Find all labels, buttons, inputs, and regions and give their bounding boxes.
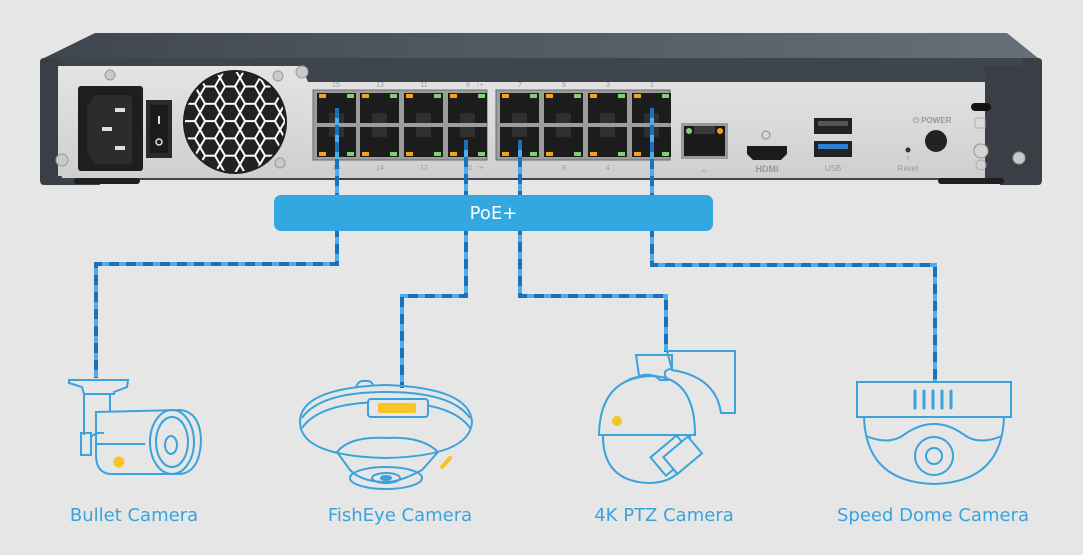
- poe-port-block: [312, 89, 671, 161]
- poe-plus-bus: PoE+: [274, 195, 713, 231]
- led-orange: [546, 152, 553, 156]
- power-inlet-icon: [78, 86, 143, 171]
- led-green: [390, 94, 397, 98]
- fisheye-camera-icon: [298, 379, 474, 490]
- led-orange: [450, 94, 457, 98]
- power-label: ⏻ POWER: [913, 116, 952, 125]
- led-green: [434, 152, 441, 156]
- led-green: [662, 152, 669, 156]
- led-orange: [502, 152, 509, 156]
- rj45-port[interactable]: [588, 127, 627, 157]
- device-top-cover: [44, 33, 1038, 58]
- led-green: [662, 94, 669, 98]
- port-number-label: 5: [562, 82, 566, 89]
- hdmi-port[interactable]: HDMI: [747, 130, 787, 174]
- led-orange: [319, 152, 326, 156]
- rj45-port[interactable]: [544, 127, 583, 157]
- led-orange: [546, 94, 553, 98]
- port-number-label: 9: [466, 82, 470, 89]
- port-number-label: ↑+: [476, 165, 484, 172]
- port-number-label: 6: [562, 165, 566, 172]
- port-number-label: 14: [376, 165, 384, 172]
- led-green: [618, 94, 625, 98]
- led-orange: [362, 94, 369, 98]
- camera-label-ptz: 4K PTZ Camera: [594, 505, 734, 526]
- svg-text:⊥: ⊥: [701, 165, 708, 174]
- port-number-label: 7: [518, 82, 522, 89]
- reset-label: Reset: [898, 164, 920, 173]
- port-number-label: 11: [420, 82, 427, 89]
- led-green: [390, 152, 397, 156]
- port-number-label: 3: [606, 82, 610, 89]
- port-number-label: ↑+: [476, 82, 484, 89]
- led-green: [478, 94, 485, 98]
- port-number-label: 10: [464, 165, 472, 172]
- rj45-port[interactable]: [448, 93, 487, 123]
- reset-button[interactable]: Reset: [898, 147, 920, 174]
- bullet-camera-icon: [68, 379, 203, 475]
- port-number-label: 15: [332, 82, 340, 89]
- rj45-port[interactable]: [544, 93, 583, 123]
- port-number-label: 1: [650, 82, 654, 89]
- led-orange: [590, 152, 597, 156]
- rj45-port[interactable]: [360, 93, 399, 123]
- led-green: [347, 152, 354, 156]
- dome-camera-icon: [856, 381, 1012, 486]
- rj45-port[interactable]: [360, 127, 399, 157]
- power-rocker-switch[interactable]: [146, 100, 172, 158]
- led-green: [434, 94, 441, 98]
- led-green: [530, 94, 537, 98]
- led-green: [347, 94, 354, 98]
- rj45-port[interactable]: [500, 93, 539, 123]
- led-orange: [319, 94, 326, 98]
- usb-label: USB: [825, 164, 841, 173]
- ground-screw-icon: [973, 143, 989, 171]
- led-orange: [450, 152, 457, 156]
- camera-label-fisheye: FishEye Camera: [328, 505, 472, 526]
- camera-label-speed-dome: Speed Dome Camera: [837, 505, 1029, 526]
- led-orange: [406, 94, 413, 98]
- led-green: [530, 152, 537, 156]
- fan-grill-icon: [183, 70, 287, 174]
- port-number-label: 4: [606, 165, 610, 172]
- led-orange: [634, 94, 641, 98]
- led-orange: [634, 152, 641, 156]
- camera-label-bullet: Bullet Camera: [70, 505, 198, 526]
- kensington-lock-icon: [971, 103, 991, 129]
- rj45-port[interactable]: [588, 93, 627, 123]
- poe-plus-label: PoE+: [469, 202, 518, 224]
- led-orange: [502, 94, 509, 98]
- led-orange: [362, 152, 369, 156]
- port-number-labels-top: 15 13 11 9 ↑+ 7 5 3 1: [332, 82, 654, 89]
- port-number-label: 13: [376, 82, 384, 89]
- lan-port[interactable]: ⊥: [681, 123, 728, 174]
- cable-1-dash: [94, 108, 339, 378]
- led-green: [574, 94, 581, 98]
- rj45-port[interactable]: [404, 93, 443, 123]
- usb-ports[interactable]: USB: [814, 118, 852, 173]
- led-green: [574, 152, 581, 156]
- hdmi-label: HDMI: [756, 164, 779, 174]
- device-foot-left: [74, 178, 140, 184]
- led-green: [478, 152, 485, 156]
- port-number-label: 12: [420, 165, 428, 172]
- power-button[interactable]: ⏻ POWER: [913, 116, 952, 152]
- ptz-camera-icon: [597, 350, 736, 485]
- led-orange: [590, 94, 597, 98]
- cable-4-dash: [650, 108, 937, 382]
- rj45-port[interactable]: [404, 127, 443, 157]
- device-foot-right: [938, 178, 1004, 184]
- led-orange: [406, 152, 413, 156]
- led-green: [618, 152, 625, 156]
